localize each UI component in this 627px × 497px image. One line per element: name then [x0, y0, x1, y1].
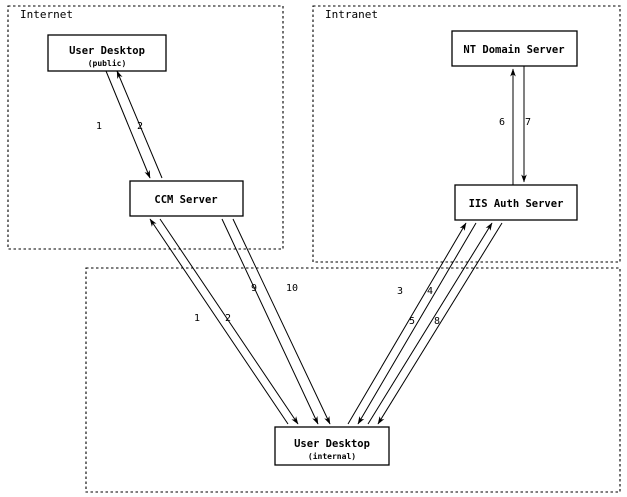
flow-1-internal-line: [149, 218, 289, 425]
node-user-desktop-public-box[interactable]: [47, 34, 167, 72]
zone-internal-border: [85, 267, 621, 493]
flow-label-9: 9: [251, 283, 257, 294]
flow-5-line: [367, 222, 493, 425]
flow-2-internal-line: [159, 218, 299, 425]
flow-label-1-internal: 1: [194, 313, 200, 324]
flow-label-2-internal: 2: [225, 313, 231, 324]
flow-10-line: [232, 218, 331, 425]
node-iis-auth-server-box[interactable]: [454, 184, 578, 221]
flow-8-line: [377, 222, 503, 425]
zone-intranet: Intranet: [312, 5, 621, 263]
flow-label-7: 7: [525, 117, 531, 128]
flow-label-8: 8: [434, 316, 440, 327]
node-nt-domain-server-label: NT Domain Server: [463, 44, 564, 56]
zone-internal: [85, 267, 621, 493]
flow-label-2-public: 2: [137, 121, 143, 132]
node-nt-domain-server-box[interactable]: [451, 30, 578, 67]
zone-intranet-border: [312, 5, 621, 263]
node-user-desktop-public[interactable]: User Desktop (public): [47, 34, 167, 72]
node-nt-domain-server[interactable]: NT Domain Server: [451, 30, 578, 67]
flow-label-3: 3: [397, 286, 403, 297]
zone-internet-label: Internet: [20, 8, 73, 21]
node-ccm-server-label: CCM Server: [154, 194, 217, 206]
flow-9-line: [221, 218, 319, 425]
flow-label-1-public: 1: [96, 121, 102, 132]
flow-label-10: 10: [286, 283, 298, 294]
node-ccm-server[interactable]: CCM Server: [129, 180, 244, 217]
zone-internet-border: [7, 5, 284, 250]
node-iis-auth-server[interactable]: IIS Auth Server: [454, 184, 578, 221]
flow-4-line: [357, 222, 477, 425]
node-user-desktop-internal[interactable]: User Desktop (internal): [274, 426, 390, 466]
zone-intranet-label: Intranet: [325, 8, 378, 21]
flow-1-public-line: [105, 70, 151, 179]
node-iis-auth-server-label: IIS Auth Server: [469, 198, 564, 210]
flow-2-public-line: [116, 70, 163, 179]
flow-label-4: 4: [427, 286, 433, 297]
flow-label-6: 6: [499, 117, 505, 128]
node-user-desktop-internal-sublabel: (internal): [308, 451, 356, 461]
node-ccm-server-box[interactable]: [129, 180, 244, 217]
node-user-desktop-internal-label: User Desktop: [294, 438, 370, 450]
flow-label-5: 5: [409, 316, 415, 327]
zone-internet: Internet: [7, 5, 284, 250]
node-user-desktop-public-sublabel: (public): [88, 58, 127, 68]
node-user-desktop-internal-box[interactable]: [274, 426, 390, 466]
node-user-desktop-public-label: User Desktop: [69, 45, 145, 57]
flow-3-line: [347, 222, 467, 425]
